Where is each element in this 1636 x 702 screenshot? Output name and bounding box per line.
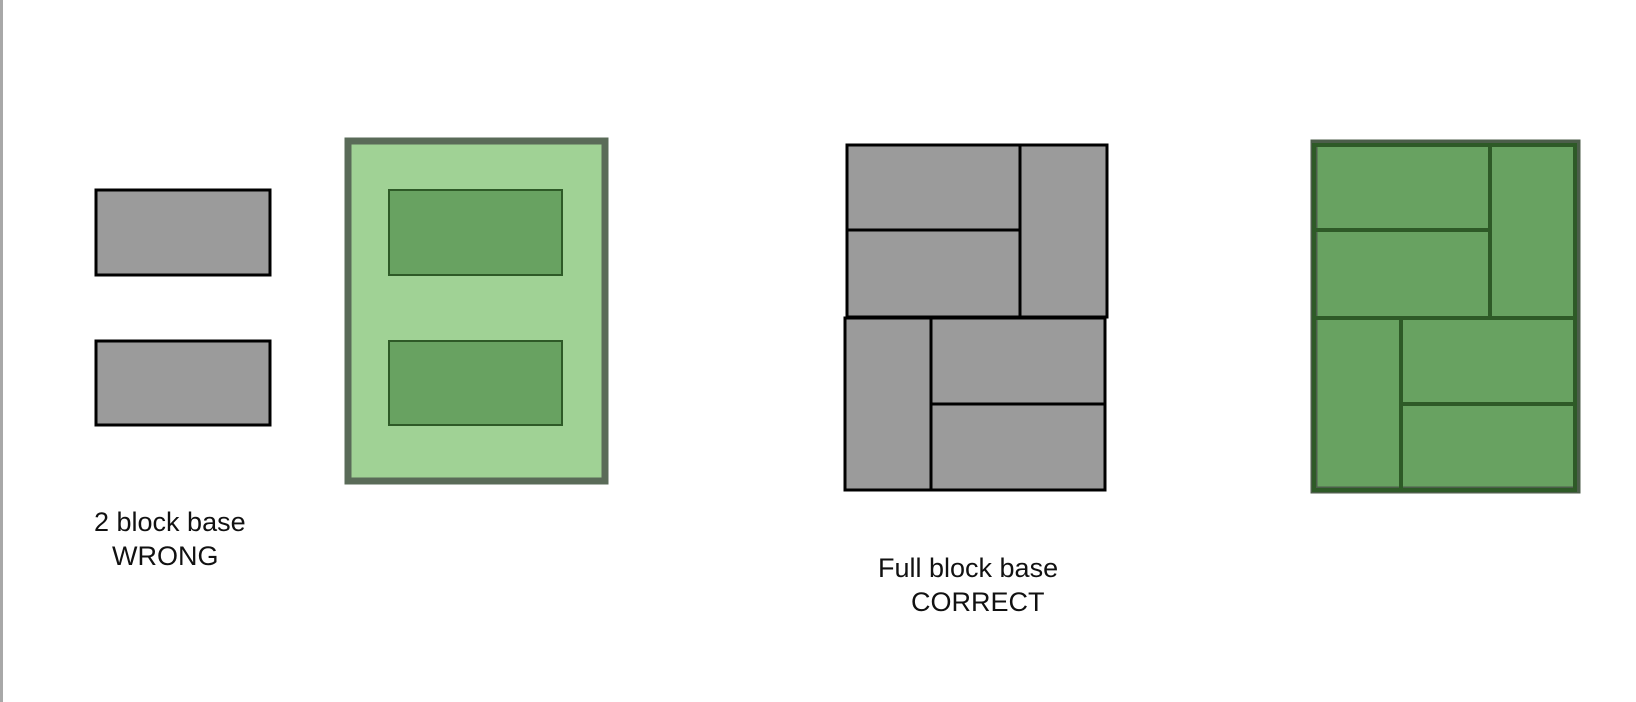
gray-block-top — [94, 188, 272, 277]
green-block-top — [388, 189, 563, 276]
green-full-block-bottom-right-2 — [1399, 402, 1577, 492]
correct-caption: Full block base CORRECT — [878, 551, 1058, 619]
gray-full-block-top-left-1 — [845, 143, 1022, 232]
gray-full-block-bottom-right-2 — [929, 402, 1107, 492]
gray-full-block-bottom-left — [843, 316, 933, 492]
wrong-caption-line1: 2 block base — [94, 507, 246, 537]
green-block-bottom — [388, 340, 563, 426]
gray-block-bottom — [94, 339, 272, 427]
gray-full-block-top-right — [1018, 143, 1109, 319]
correct-caption-line2: CORRECT — [911, 587, 1045, 617]
wrong-gray-blocks — [94, 188, 272, 427]
correct-caption-line1: Full block base — [878, 553, 1059, 583]
wrong-caption: 2 block base WRONG — [94, 505, 246, 573]
page-left-edge — [0, 0, 3, 702]
correct-green-blocks — [1310, 139, 1581, 494]
wrong-caption-line2: WRONG — [112, 541, 219, 571]
gray-full-block-bottom-right-1 — [929, 316, 1107, 406]
wrong-green-footprint — [344, 137, 609, 485]
gray-full-block-top-left-2 — [845, 228, 1022, 319]
correct-gray-blocks — [843, 143, 1109, 492]
